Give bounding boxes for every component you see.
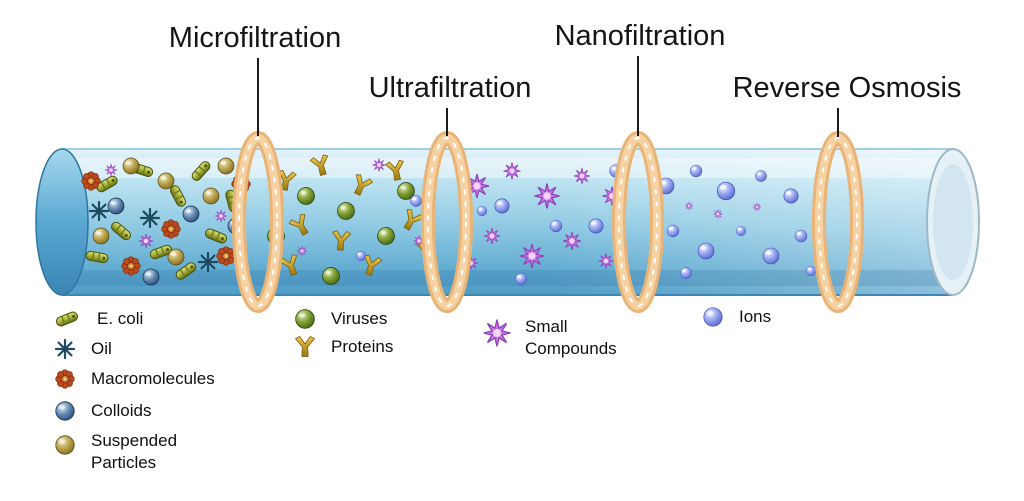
microfiltration-membrane	[232, 131, 284, 313]
tube-left-end	[35, 148, 89, 296]
legend-label-viruses: Viruses	[331, 308, 388, 328]
stage-label-nanofiltration: Nanofiltration	[554, 20, 726, 52]
suspended-particle-icon	[55, 435, 75, 455]
tube-right-end	[926, 148, 980, 296]
oil-icon	[54, 338, 76, 360]
legend-label-proteins: Proteins	[331, 336, 394, 356]
e-coli-icon	[54, 310, 80, 328]
colloid-icon	[55, 401, 75, 421]
legend-item-proteins: Proteins	[292, 334, 393, 360]
legend-label-ions: Ions	[739, 306, 772, 326]
small-compound-icon	[482, 318, 512, 348]
legend-label-e-coli: E. coli	[97, 308, 144, 328]
legend-item-colloids: Colloids	[52, 398, 151, 424]
tube-body	[62, 148, 953, 296]
reverse-osmosis-membrane	[812, 131, 864, 313]
protein-icon	[295, 336, 315, 357]
ion-icon	[703, 307, 723, 327]
ultrafiltration-membrane	[421, 131, 473, 313]
legend-item-suspended-particles: Suspended Particles	[52, 430, 209, 474]
legend-item-small-compounds: Small Compounds	[482, 316, 643, 360]
legend-item-viruses: Viruses	[292, 306, 387, 332]
legend-label-colloids: Colloids	[91, 400, 152, 420]
stage-label-reverse-osmosis: Reverse Osmosis	[732, 72, 962, 104]
legend-label-macromolecules: Macromolecules	[91, 368, 215, 388]
legend-label-small-compounds: Small Compounds	[525, 317, 617, 359]
legend-item-e-coli: E. coli	[50, 306, 143, 332]
legend-label-suspended-particles: Suspended Particles	[91, 431, 178, 473]
legend-item-oil: Oil	[52, 336, 112, 362]
legend-label-oil: Oil	[91, 338, 112, 358]
legend-item-ions: Ions	[700, 304, 771, 330]
nanofiltration-membrane	[612, 131, 664, 313]
stage-label-ultrafiltration: Ultrafiltration	[368, 72, 532, 104]
legend-item-macromolecules: Macromolecules	[52, 366, 215, 392]
macromolecule-icon	[55, 369, 75, 389]
virus-icon	[295, 309, 315, 329]
stage-label-microfiltration: Microfiltration	[168, 22, 342, 54]
